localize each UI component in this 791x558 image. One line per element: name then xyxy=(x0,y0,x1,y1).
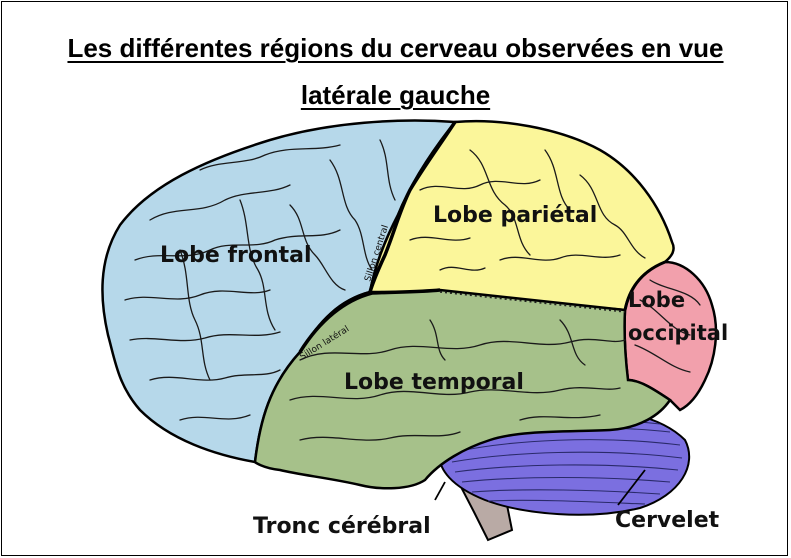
label-lobe-occipital-line2: occipital xyxy=(628,321,728,345)
label-lobe-parietal: Lobe pariétal xyxy=(433,203,597,228)
leader-line-tronc xyxy=(435,482,445,500)
label-lobe-frontal: Lobe frontal xyxy=(160,243,312,268)
label-cervelet: Cervelet xyxy=(615,508,720,533)
label-lobe-temporal: Lobe temporal xyxy=(344,370,524,395)
label-tronc-cerebral: Tronc cérébral xyxy=(253,514,431,539)
label-lobe-occipital-line1: Lobe xyxy=(628,288,685,312)
